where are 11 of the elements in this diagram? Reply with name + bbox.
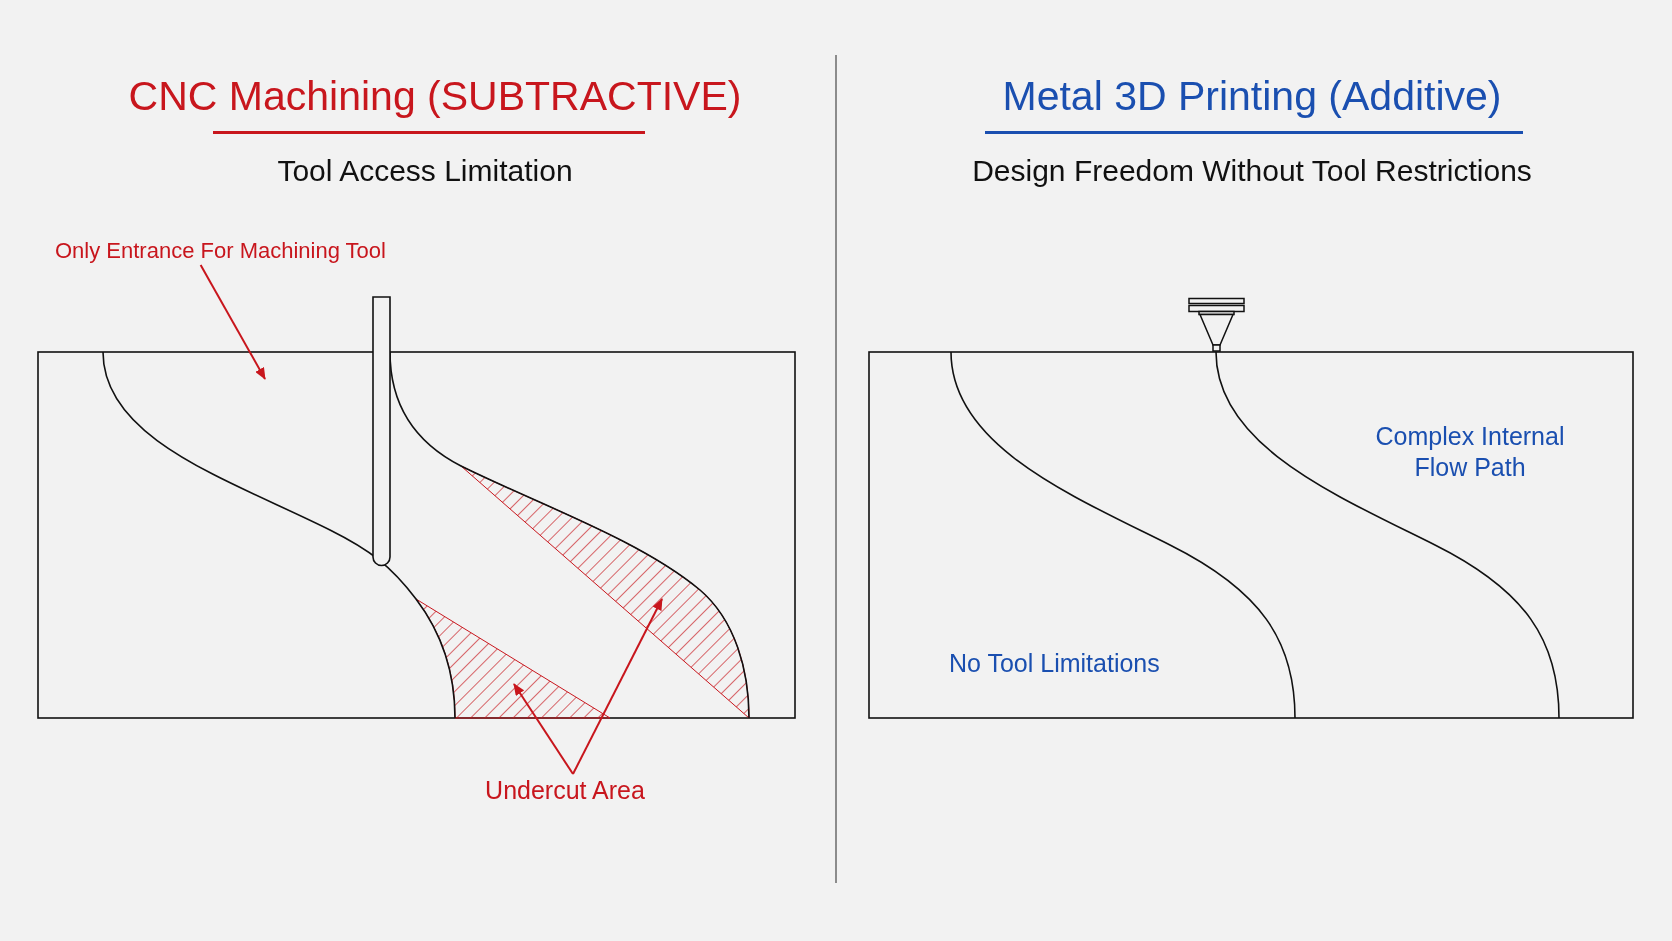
leader-arrow <box>513 683 574 775</box>
panel-subtitle: Tool Access Limitation <box>277 153 573 189</box>
leader-arrow <box>199 264 266 380</box>
annotation-text: No Tool Limitations <box>949 648 1160 679</box>
callout-label: Undercut Area <box>485 774 645 806</box>
panel-title: Metal 3D Printing (Additive) <box>1002 72 1502 120</box>
panel-title: CNC Machining (SUBTRACTIVE) <box>128 72 742 120</box>
leader-arrow <box>572 598 663 775</box>
annotation-text: Complex Internal Flow Path <box>1374 421 1566 483</box>
panel-subtitle: Design Freedom Without Tool Restrictions <box>972 153 1532 189</box>
callout-label: Only Entrance For Machining Tool <box>55 237 386 265</box>
